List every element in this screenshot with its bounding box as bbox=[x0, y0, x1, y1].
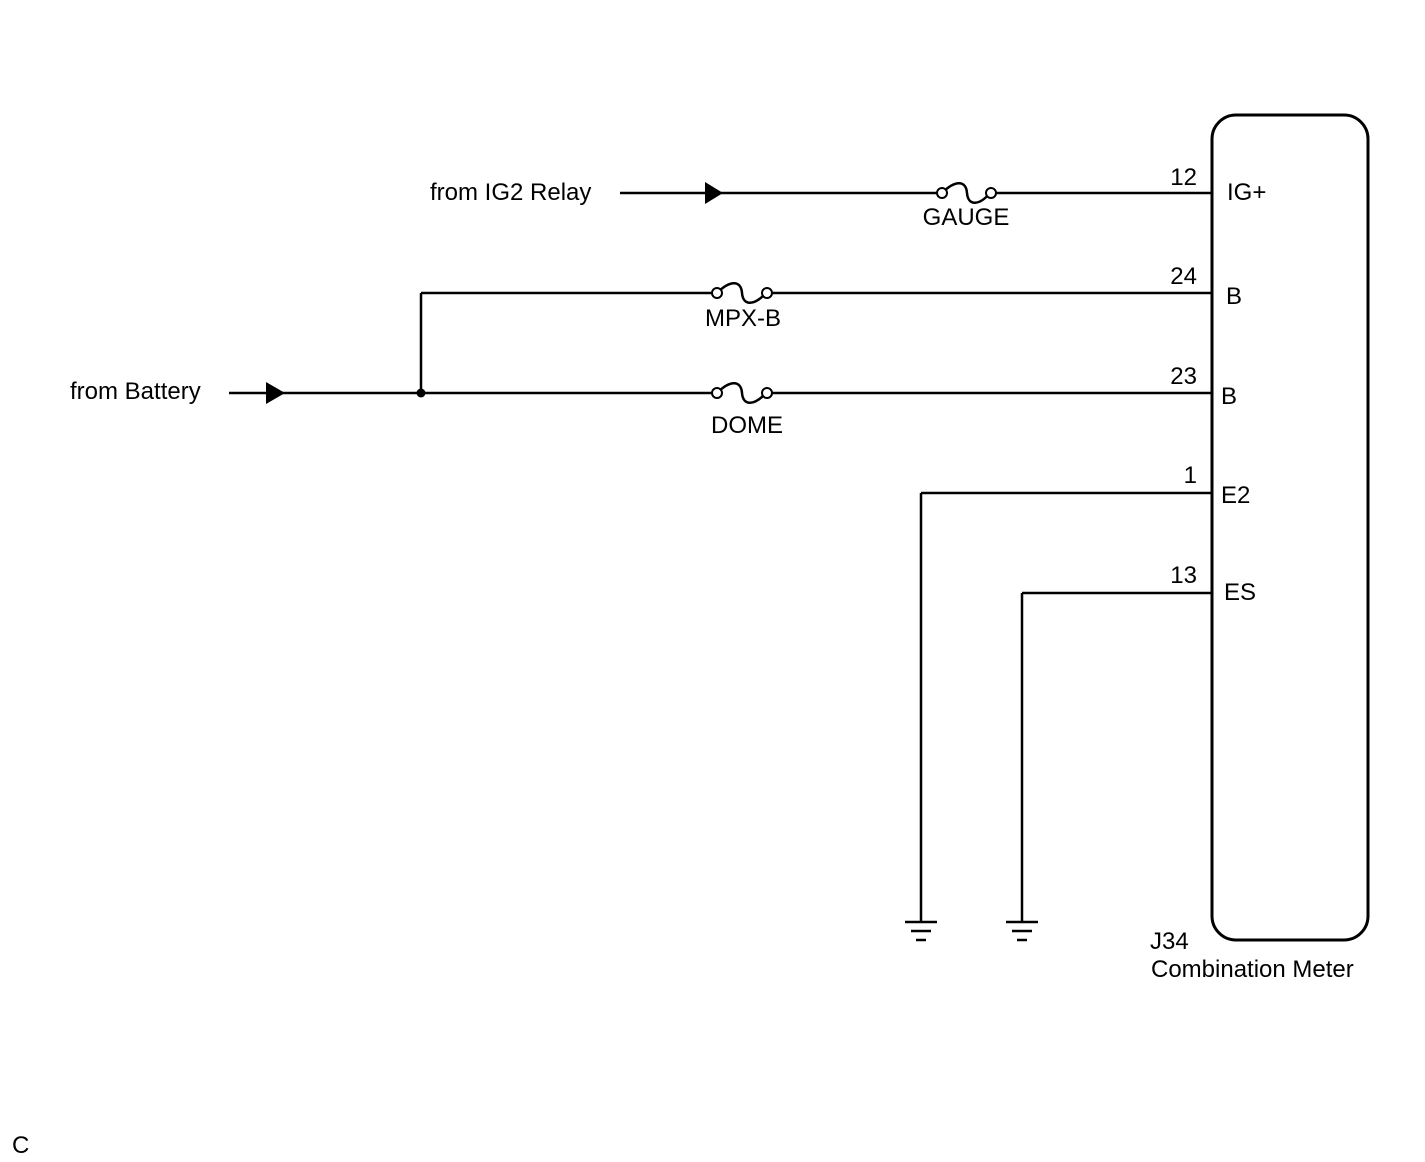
component-id: J34 bbox=[1150, 928, 1189, 955]
pin-name: B bbox=[1221, 383, 1237, 410]
gauge-fuse-icon bbox=[936, 182, 997, 204]
ground-icon bbox=[905, 920, 937, 942]
pin-name: E2 bbox=[1221, 482, 1250, 509]
pin-name: ES bbox=[1224, 579, 1256, 606]
fuse-label-gauge: GAUGE bbox=[923, 204, 1010, 231]
ig2-relay-arrow-icon bbox=[705, 182, 723, 204]
mpx-b-fuse-icon bbox=[711, 282, 773, 304]
ig2-relay-circuit bbox=[620, 182, 1212, 204]
combination-meter-box bbox=[1210, 113, 1370, 942]
dome-fuse-icon bbox=[711, 382, 773, 404]
battery-arrow-icon bbox=[266, 382, 285, 404]
component-name: Combination Meter bbox=[1151, 956, 1354, 983]
pin-number: 24 bbox=[1170, 263, 1197, 290]
pin-name: B bbox=[1226, 283, 1242, 310]
pin-number: 12 bbox=[1170, 164, 1197, 191]
ground-icon bbox=[1006, 920, 1038, 942]
battery-circuit bbox=[229, 282, 1212, 404]
source-battery-label: from Battery bbox=[70, 378, 201, 405]
pin-number: 23 bbox=[1170, 363, 1197, 390]
e2-ground-circuit bbox=[919, 491, 1212, 922]
corner-letter: C bbox=[12, 1132, 29, 1159]
es-ground-circuit bbox=[1020, 591, 1212, 922]
source-ig2-relay-label: from IG2 Relay bbox=[430, 179, 591, 206]
pin-name: IG+ bbox=[1227, 179, 1266, 206]
pin-number: 1 bbox=[1184, 462, 1197, 489]
pin-number: 13 bbox=[1170, 562, 1197, 589]
fuse-label-mpx-b: MPX-B bbox=[705, 305, 781, 332]
fuse-label-dome: DOME bbox=[711, 412, 783, 439]
